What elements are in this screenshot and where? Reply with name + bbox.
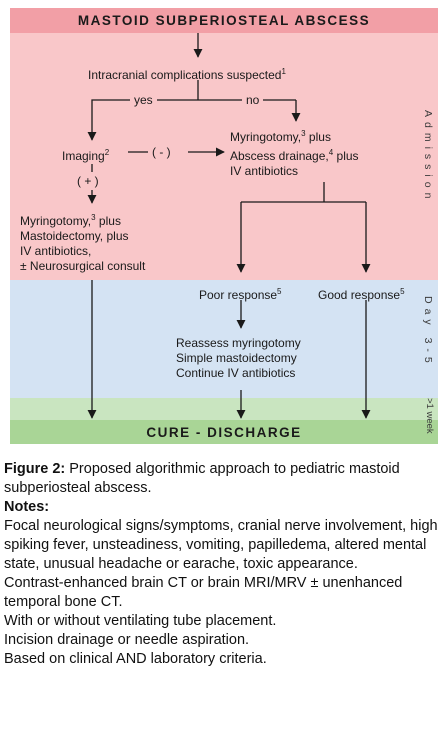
- note-3: With or without ventilating tube placeme…: [4, 613, 277, 629]
- notes-label: Notes:: [4, 499, 50, 515]
- note-5: Based on clinical AND laboratory criteri…: [4, 651, 267, 667]
- flowchart: MASTOID SUBPERIOSTEAL ABSCESS CURE - DIS…: [10, 8, 438, 444]
- label-no: no: [242, 93, 264, 108]
- diagram-title: MASTOID SUBPERIOSTEAL ABSCESS: [77, 13, 371, 28]
- connectors: [87, 33, 371, 419]
- node-poor-response: Poor response5: [199, 287, 282, 302]
- side-label-day: Day 3-5: [422, 296, 434, 368]
- note-2: Contrast-enhanced brain CT or brain MRI/…: [4, 575, 403, 610]
- node-good-response: Good response5: [318, 287, 405, 302]
- day-band: [10, 280, 438, 398]
- figure-caption: Figure 2: Proposed algorithmic approach …: [4, 460, 444, 669]
- caption-title: Figure 2: Proposed algorithmic approach …: [4, 461, 400, 496]
- label-yes: yes: [130, 93, 157, 108]
- node-reassess: Reassess myringotomy Simple mastoidectom…: [176, 336, 301, 380]
- arrow-yes: [87, 99, 198, 141]
- side-label-admission: Admission: [422, 110, 434, 204]
- footer-bar: CURE - DISCHARGE: [10, 420, 438, 444]
- title-bar: MASTOID SUBPERIOSTEAL ABSCESS: [10, 8, 438, 33]
- label-positive: ( + ): [77, 174, 99, 188]
- week-band: [10, 398, 438, 420]
- question-intracranial: Intracranial complications suspected1: [88, 67, 286, 82]
- note-4: Incision drainage or needle aspiration.: [4, 632, 250, 648]
- note-1: Focal neurological signs/symptoms, crani…: [4, 518, 438, 572]
- node-myringotomy-mastoidectomy: Myringotomy,3 plus Mastoidectomy, plus I…: [20, 213, 146, 273]
- node-imaging: Imaging2: [62, 148, 110, 163]
- side-label-week: >1 week: [424, 398, 435, 434]
- label-negative: ( - ): [152, 145, 171, 159]
- admission-band: [10, 8, 438, 280]
- node-myringotomy-abscess: Myringotomy,3 plus Abscess drainage,4 pl…: [230, 129, 359, 178]
- diagram-footer: CURE - DISCHARGE: [146, 424, 302, 440]
